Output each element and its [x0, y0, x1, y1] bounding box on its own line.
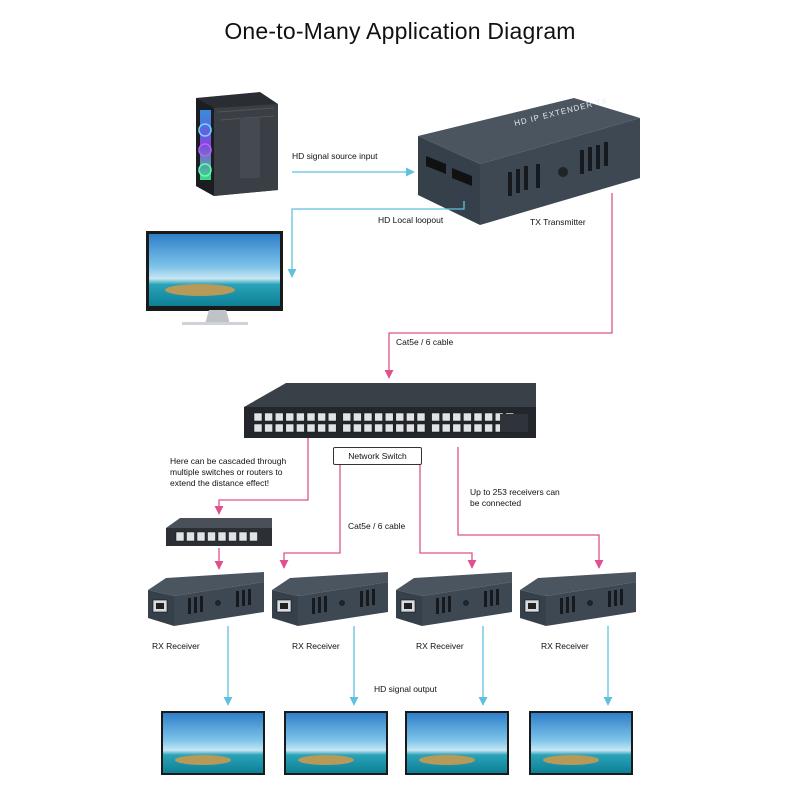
label-hd-local-loopout: HD Local loopout: [378, 215, 444, 225]
switch-port: [395, 412, 405, 422]
small-switch-port: [196, 531, 206, 542]
switch-port: [374, 412, 383, 422]
diagram-title: One-to-Many Application Diagram: [224, 18, 576, 44]
small-switch-port: [186, 531, 195, 542]
label-cat-cable-mid: Cat5e / 6 cable: [348, 521, 406, 531]
switch-panel: [500, 414, 528, 432]
label-hd-signal-output: HD signal output: [374, 684, 437, 694]
switch-port: [327, 412, 337, 422]
rx-receiver-label-1: RX Receiver: [152, 641, 200, 651]
switch-port: [452, 423, 462, 433]
network-switch-icon: [244, 383, 536, 438]
switch-port: [296, 423, 305, 433]
small-switch-port: [249, 531, 258, 542]
switch-port: [473, 412, 483, 422]
label-up-to-receivers: Up to 253 receivers can be connected: [470, 487, 560, 508]
rx-receiver-label-2: RX Receiver: [292, 641, 340, 651]
switch-port: [317, 423, 326, 433]
output-monitor-icon: [529, 711, 633, 775]
switch-port: [406, 423, 415, 433]
label-tx-transmitter: TX Transmitter: [530, 217, 586, 227]
switch-port: [353, 423, 362, 433]
switch-port: [285, 412, 295, 422]
output-monitor-icon: [405, 711, 509, 775]
switch-port: [463, 412, 472, 422]
switch-port: [441, 412, 451, 422]
switch-port: [317, 412, 326, 422]
switch-port: [353, 412, 362, 422]
small-switch-port: [207, 531, 216, 542]
switch-port: [253, 412, 263, 422]
switch-port: [274, 412, 284, 422]
switch-port: [416, 423, 426, 433]
switch-port: [416, 412, 426, 422]
small-switch-port: [217, 531, 227, 542]
output-monitor-icon: [161, 711, 265, 775]
rx-receiver-icon: [148, 572, 264, 626]
rx-receiver-icon: [396, 572, 512, 626]
switch-port: [363, 423, 373, 433]
local-monitor-icon: [146, 231, 283, 325]
switch-port: [363, 412, 373, 422]
output-monitor-icon: [284, 711, 388, 775]
switch-port: [274, 423, 284, 433]
switch-port: [484, 412, 493, 422]
rx-receiver-icon: [520, 572, 636, 626]
switch-port: [342, 423, 352, 433]
switch-port: [296, 412, 305, 422]
small-switch-icon: [166, 518, 272, 546]
small-switch-port: [238, 531, 248, 542]
switch-port: [264, 412, 273, 422]
switch-port: [384, 423, 394, 433]
switch-port: [374, 423, 383, 433]
small-switch-port: [175, 531, 185, 542]
switch-port: [342, 412, 352, 422]
switch-port: [395, 423, 405, 433]
rx-receiver-icon: [272, 572, 388, 626]
pc-tower-icon: [196, 92, 278, 196]
label-cascade-note: Here can be cascaded through multiple sw…: [170, 456, 287, 488]
network-switch-label: Network Switch: [333, 447, 422, 465]
rx-receiver-label-4: RX Receiver: [541, 641, 589, 651]
switch-port: [406, 412, 415, 422]
switch-port: [463, 423, 472, 433]
switch-port: [327, 423, 337, 433]
switch-port: [384, 412, 394, 422]
rx-receiver-label-3: RX Receiver: [416, 641, 464, 651]
switch-port: [473, 423, 483, 433]
tx-transmitter-icon: HD IP EXTENDER TX: [418, 96, 640, 225]
label-hd-source-input: HD signal source input: [292, 151, 378, 161]
switch-port: [452, 412, 462, 422]
switch-port: [285, 423, 295, 433]
connection-lines: [214, 167, 613, 706]
switch-port: [441, 423, 451, 433]
switch-port: [306, 423, 316, 433]
small-switch-port: [228, 531, 237, 542]
label-cat-cable-top: Cat5e / 6 cable: [396, 337, 454, 347]
switch-port: [253, 423, 263, 433]
switch-port: [431, 412, 440, 422]
switch-port: [484, 423, 493, 433]
switch-port: [431, 423, 440, 433]
switch-port: [264, 423, 273, 433]
switch-port: [306, 412, 316, 422]
